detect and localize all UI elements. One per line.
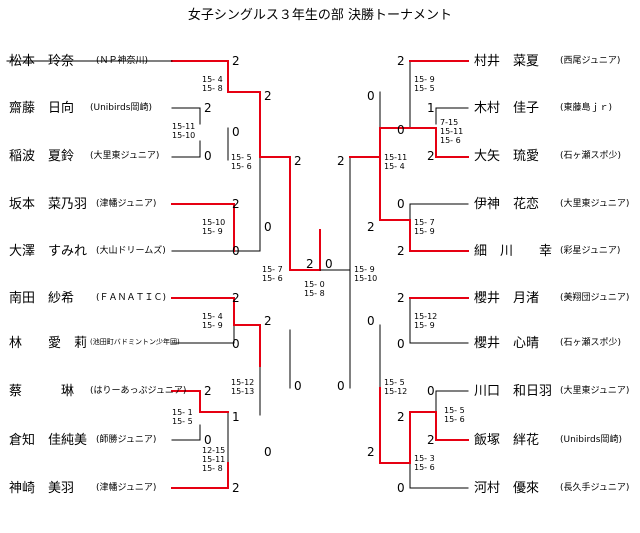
left-mark: 2 bbox=[204, 101, 212, 115]
right-score: 15-11 15- 4 bbox=[384, 153, 408, 171]
left-score: 15-12 15-13 bbox=[231, 378, 255, 396]
left-player-8-club: (はりーあっぷジュニア) bbox=[90, 386, 187, 396]
right-mark: 1 bbox=[427, 101, 435, 115]
right-mark: 2 bbox=[427, 433, 435, 447]
right-player-5-club: (彩星ジュニア) bbox=[560, 246, 621, 256]
left-mark: 2 bbox=[232, 197, 240, 211]
right-mark: 0 bbox=[367, 314, 375, 328]
left-player-9-club: (師勝ジュニア) bbox=[96, 435, 157, 445]
right-player-10-name: 河村 優來 bbox=[474, 481, 540, 496]
right-mark: 0 bbox=[367, 89, 375, 103]
right-player-4-name: 伊神 花恋 bbox=[474, 197, 540, 212]
right-player-8-club: (大里東ジュニア) bbox=[560, 386, 630, 396]
left-score: 15- 4 15- 9 bbox=[202, 312, 223, 330]
left-player-5-club: (大山ドリームズ) bbox=[96, 246, 166, 256]
right-mark: 2 bbox=[367, 445, 375, 459]
left-mark: 0 bbox=[232, 244, 240, 258]
left-player-10-club: (津幡ジュニア) bbox=[96, 483, 157, 493]
final-left-mark: 2 bbox=[306, 257, 314, 271]
right-player-8-name: 川口 和日羽 bbox=[474, 384, 553, 399]
right-player-5-name: 細 川 幸 bbox=[474, 244, 553, 259]
right-mark: 2 bbox=[367, 220, 375, 234]
left-mark: 0 bbox=[264, 220, 272, 234]
left-player-6-club: (ＦＡＮＡＴＩＣ) bbox=[96, 293, 167, 303]
right-mark: 0 bbox=[337, 379, 345, 393]
left-mark: 0 bbox=[232, 337, 240, 351]
right-score: 15- 7 15- 9 bbox=[414, 218, 435, 236]
final-score: 15- 0 15- 8 bbox=[304, 280, 325, 298]
right-score: 15- 9 15-10 bbox=[354, 265, 378, 283]
left-mark: 2 bbox=[204, 384, 212, 398]
right-mark: 0 bbox=[427, 384, 435, 398]
left-score: 15-11 15-10 bbox=[172, 122, 196, 140]
left-player-3-club: (大里東ジュニア) bbox=[90, 151, 160, 161]
left-mark: 2 bbox=[264, 314, 272, 328]
right-mark: 2 bbox=[397, 244, 405, 258]
left-score: 15-10 15- 9 bbox=[202, 218, 226, 236]
right-player-1-name: 村井 菜夏 bbox=[474, 54, 540, 69]
right-mark: 0 bbox=[397, 481, 405, 495]
right-player-7-club: (石ヶ瀬スポ少) bbox=[560, 338, 622, 348]
left-player-2-club: (Unibirds岡崎) bbox=[90, 103, 152, 113]
left-player-5-name: 大澤 すみれ bbox=[9, 244, 88, 259]
left-player-3-name: 稲波 夏鈴 bbox=[9, 149, 75, 164]
final-right-mark: 0 bbox=[325, 257, 333, 271]
left-player-7-club: (池田町バドミントン少年団) bbox=[90, 338, 180, 346]
left-player-6-name: 南田 紗希 bbox=[9, 291, 75, 306]
left-mark: 0 bbox=[294, 379, 302, 393]
left-mark: 2 bbox=[264, 89, 272, 103]
left-mark: 2 bbox=[232, 291, 240, 305]
left-score: 15- 1 15- 5 bbox=[172, 408, 193, 426]
right-player-3-name: 大矢 琉愛 bbox=[474, 149, 540, 164]
right-score: 15- 9 15- 5 bbox=[414, 75, 435, 93]
left-player-8-name: 蔡 琳 bbox=[9, 384, 75, 399]
left-score: 15- 7 15- 6 bbox=[262, 265, 283, 283]
right-mark: 2 bbox=[397, 410, 405, 424]
right-player-9-club: (Unibirds岡崎) bbox=[560, 435, 622, 445]
left-mark: 2 bbox=[232, 54, 240, 68]
left-player-9-name: 倉知 佳純美 bbox=[9, 433, 88, 448]
left-player-1-name: 松本 玲奈 bbox=[9, 54, 75, 69]
right-player-1-club: (西尾ジュニア) bbox=[560, 56, 621, 66]
right-mark: 0 bbox=[397, 123, 405, 137]
left-player-7-name: 林 愛 莉 bbox=[9, 336, 88, 351]
page-title: 女子シングルス３年生の部 決勝トーナメント bbox=[187, 8, 453, 23]
right-player-6-name: 櫻井 月渚 bbox=[474, 291, 540, 306]
right-player-4-club: (大里東ジュニア) bbox=[560, 199, 630, 209]
right-mark: 0 bbox=[397, 337, 405, 351]
left-mark: 0 bbox=[232, 125, 240, 139]
left-player-1-club: (ＮＰ神奈川) bbox=[96, 56, 149, 66]
right-player-10-club: (長久手ジュニア) bbox=[560, 483, 630, 493]
left-score: 15- 4 15- 8 bbox=[202, 75, 223, 93]
left-score: 15- 5 15- 6 bbox=[231, 153, 252, 171]
right-mark: 2 bbox=[397, 291, 405, 305]
right-score: 15- 5 15- 6 bbox=[444, 406, 465, 424]
right-mark: 2 bbox=[427, 149, 435, 163]
left-mark: 0 bbox=[204, 433, 212, 447]
right-player-9-name: 飯塚 絆花 bbox=[474, 433, 540, 448]
left-mark: 1 bbox=[232, 410, 240, 424]
left-mark: 0 bbox=[204, 149, 212, 163]
left-score: 12-15 15-11 15- 8 bbox=[202, 446, 226, 473]
right-score: 15- 5 15-12 bbox=[384, 378, 408, 396]
right-player-6-club: (美翔団ジュニア) bbox=[560, 293, 630, 303]
left-player-4-name: 坂本 菜乃羽 bbox=[9, 197, 88, 212]
right-player-2-club: (東藤島ｊｒ) bbox=[560, 103, 613, 113]
left-player-10-name: 神崎 美羽 bbox=[9, 481, 75, 496]
right-mark: 0 bbox=[397, 197, 405, 211]
left-mark: 2 bbox=[294, 154, 302, 168]
right-mark: 2 bbox=[337, 154, 345, 168]
right-score: 15- 3 15- 6 bbox=[414, 454, 435, 472]
right-player-7-name: 櫻井 心晴 bbox=[474, 336, 540, 351]
right-mark: 2 bbox=[397, 54, 405, 68]
left-player-2-name: 齋藤 日向 bbox=[9, 101, 75, 116]
right-player-3-club: (石ヶ瀬スポ少) bbox=[560, 151, 622, 161]
right-score: 7-15 15-11 15- 6 bbox=[440, 118, 464, 145]
left-mark: 2 bbox=[232, 481, 240, 495]
right-score: 15-12 15- 9 bbox=[414, 312, 438, 330]
left-mark: 0 bbox=[264, 445, 272, 459]
right-player-2-name: 木村 佳子 bbox=[474, 101, 540, 116]
left-player-4-club: (津幡ジュニア) bbox=[96, 199, 157, 209]
